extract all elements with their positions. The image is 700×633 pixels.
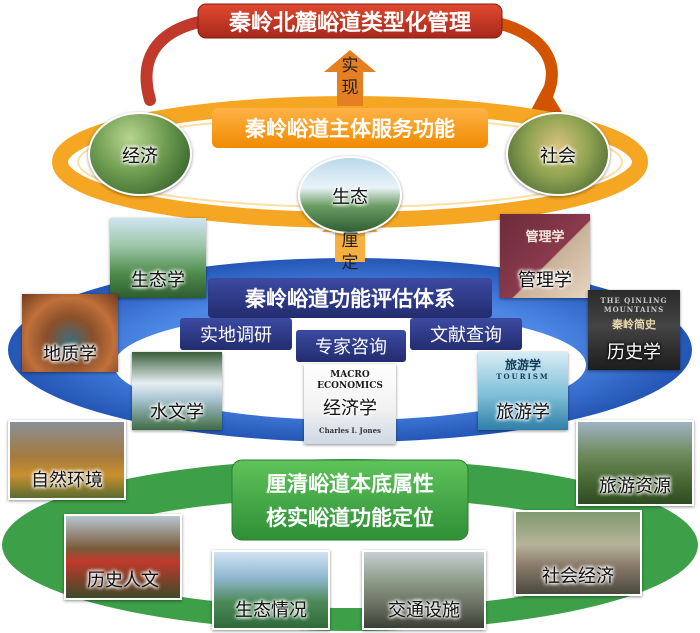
achieve-label: 实现: [341, 56, 359, 98]
attr-traffic-photo: 交通设施: [362, 550, 486, 630]
attr-socioeconomic-label: 社会经济: [542, 566, 614, 587]
function-society-photo: 社会: [506, 112, 610, 196]
attr-tourism-label: 旅游资源: [599, 476, 671, 497]
clarify-label: 厘定: [341, 231, 359, 273]
discipline-ecology-label: 生态学: [131, 270, 185, 291]
function-ecology-photo: 生态: [298, 156, 402, 234]
attr-socioeconomic-photo: 社会经济: [514, 510, 642, 596]
method-field-survey: 实地调研: [200, 325, 272, 346]
book-history-en: THE QINLING MOUNTAINS: [600, 296, 668, 314]
main-function-label: 秦岭峪道主体服务功能: [245, 117, 455, 141]
function-economy-label: 经济: [122, 146, 158, 167]
book-economics-title: MACRO ECONOMICS: [317, 370, 383, 391]
discipline-ecology-photo: 生态学: [110, 218, 206, 298]
attr-ecology-label: 生态情况: [235, 600, 307, 621]
discipline-economics-label: 经济学: [323, 398, 377, 419]
discipline-hydrology-label: 水文学: [150, 402, 204, 423]
book-history: THE QINLING MOUNTAINS 秦岭简史 历史学: [588, 290, 680, 370]
discipline-tourism-label: 旅游学: [496, 402, 550, 423]
book-management-title: 管理学: [525, 230, 565, 245]
discipline-hydrology-photo: 水文学: [132, 352, 222, 430]
book-economics: MACRO ECONOMICS Charles I. Jones 经济学: [304, 364, 396, 444]
base-line-1: 厘清峪道本底属性: [266, 472, 434, 496]
attr-traffic-label: 交通设施: [388, 600, 460, 621]
attr-tourism-photo: 旅游资源: [576, 420, 694, 506]
function-ecology-label: 生态: [332, 187, 368, 208]
function-economy-photo: 经济: [88, 112, 192, 196]
function-society-label: 社会: [540, 146, 576, 167]
attr-natural-photo: 自然环境: [8, 420, 126, 500]
book-tourism-en: TOURISM: [496, 372, 550, 381]
attr-history-photo: 历史人文: [64, 514, 182, 600]
discipline-geology-label: 地质学: [43, 344, 97, 365]
book-economics-author: Charles I. Jones: [319, 426, 381, 435]
attr-natural-label: 自然环境: [31, 470, 103, 491]
book-tourism-zh: 旅游学: [504, 358, 541, 372]
attr-history-label: 历史人文: [87, 570, 159, 591]
discipline-history-label: 历史学: [607, 342, 661, 363]
book-tourism: 旅游学 TOURISM 旅游学: [478, 352, 568, 430]
achieve-arrow: [324, 50, 376, 106]
method-expert-consult: 专家咨询: [315, 337, 387, 358]
base-line-2: 核实峪道功能定位: [266, 506, 434, 530]
evaluation-label: 秦岭峪道功能评估体系: [245, 287, 455, 311]
method-literature: 文献查询: [430, 325, 502, 346]
discipline-geology-photo: 地质学: [22, 294, 118, 372]
page-title: 秦岭北麓峪道类型化管理: [228, 11, 471, 36]
book-management: 管理学 管理学: [500, 214, 590, 298]
discipline-management-label: 管理学: [518, 270, 572, 291]
book-history-zh: 秦岭简史: [612, 318, 656, 331]
attr-ecology-photo: 生态情况: [212, 550, 330, 630]
